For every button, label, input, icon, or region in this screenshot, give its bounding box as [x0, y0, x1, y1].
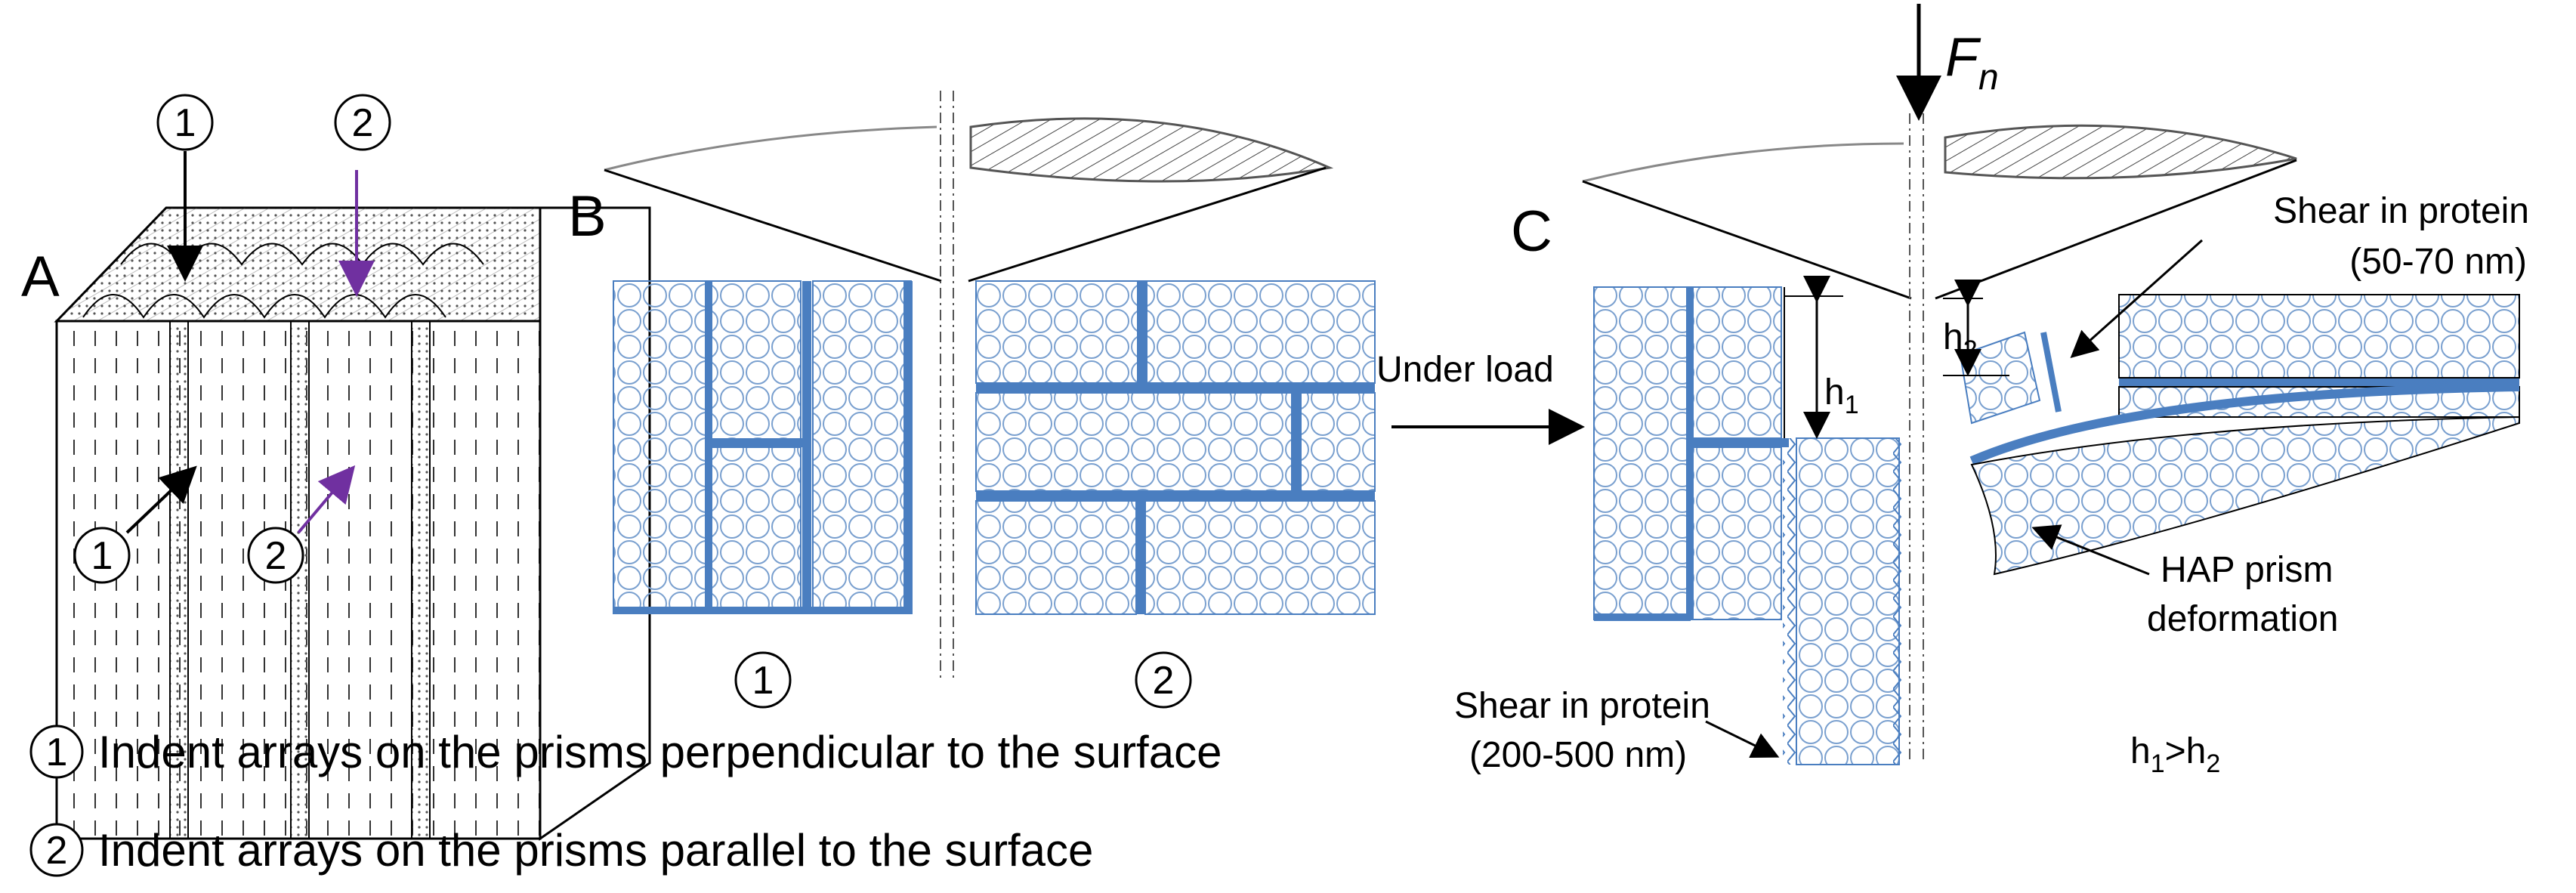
- arrow-a-side-2: [297, 465, 356, 534]
- svg-text:1: 1: [752, 659, 774, 703]
- legend-marker-1: 1: [46, 731, 68, 774]
- svg-text:2: 2: [352, 101, 374, 145]
- indenter-b-left-flank: [604, 168, 942, 283]
- marker-a-top-1: 1: [156, 94, 214, 151]
- shear-b-label-line2: (200-500 nm): [1469, 735, 1687, 775]
- marker-a-side-2: 2: [247, 527, 304, 584]
- indenter-c-left-flank: [1582, 180, 1912, 300]
- legend: 1 Indent arrays on the prisms perpendicu…: [29, 725, 1222, 877]
- marker-b-1: 1: [734, 651, 792, 709]
- arrow-a-side-1: [125, 465, 197, 534]
- top-face-bumps-row1: [82, 294, 446, 319]
- legend-marker-2: 2: [46, 829, 68, 873]
- indenter-c-right-flank: [1935, 159, 2297, 300]
- svg-text:2: 2: [265, 534, 287, 578]
- panel-c: C Fn h1: [1454, 4, 2529, 778]
- legend-marker-1-circle: [29, 725, 84, 779]
- shear-c-arrow: [2070, 239, 2203, 358]
- svg-text:1: 1: [91, 534, 113, 578]
- shear-b-label-line1: Shear in protein: [1454, 686, 1710, 726]
- marker-a-side-1: 1: [73, 527, 131, 584]
- block-top-hatch: [57, 208, 540, 321]
- panel-a-label: A: [21, 245, 60, 309]
- marker-b-2: 2: [1135, 651, 1192, 709]
- marker-a-top-2: 2: [334, 94, 391, 151]
- under-load-label: Under load: [1376, 350, 1554, 390]
- panel-b: B: [568, 91, 1376, 709]
- hap-arrow: [2031, 524, 2150, 576]
- indenter-c-left-profile: [1582, 142, 1904, 183]
- svg-text:2: 2: [1153, 659, 1175, 703]
- legend-item-1: 1 Indent arrays on the prisms perpendicu…: [29, 725, 1222, 779]
- indenter-b-left-profile: [604, 125, 937, 171]
- prisms-c1: [1593, 286, 1904, 765]
- prisms-c2: [1959, 294, 2520, 576]
- legend-text-2: Indent arrays on the prisms parallel to …: [98, 825, 1093, 876]
- shear-c-label-line1: Shear in protein: [2273, 191, 2529, 231]
- legend-item-2: 2 Indent arrays on the prisms parallel t…: [29, 823, 1093, 877]
- indenter-b-right-flank: [968, 166, 1327, 283]
- hap-label-line1: HAP prism: [2161, 550, 2334, 590]
- shear-c-label-line2: (50-70 nm): [2349, 242, 2527, 282]
- prisms-b2: [975, 280, 1376, 615]
- panel-b-label: B: [568, 184, 607, 249]
- svg-text:1: 1: [175, 101, 196, 145]
- h1-label: h1: [1824, 372, 1859, 419]
- indenter-c-right-profile: [1944, 124, 2297, 180]
- prisms-b1: [613, 280, 913, 614]
- legend-marker-2-circle: [29, 823, 84, 877]
- indenter-b-right-profile: [969, 117, 1334, 183]
- force-label: Fn: [1945, 27, 1999, 97]
- panel-c-label: C: [1511, 199, 1552, 264]
- h-comparison: h1>h2: [2130, 731, 2220, 778]
- shear-b-arrow: [1705, 720, 1780, 758]
- h2-label: h2: [1943, 317, 1978, 364]
- legend-text-1: Indent arrays on the prisms perpendicula…: [98, 727, 1222, 777]
- hap-label-line2: deformation: [2147, 599, 2338, 639]
